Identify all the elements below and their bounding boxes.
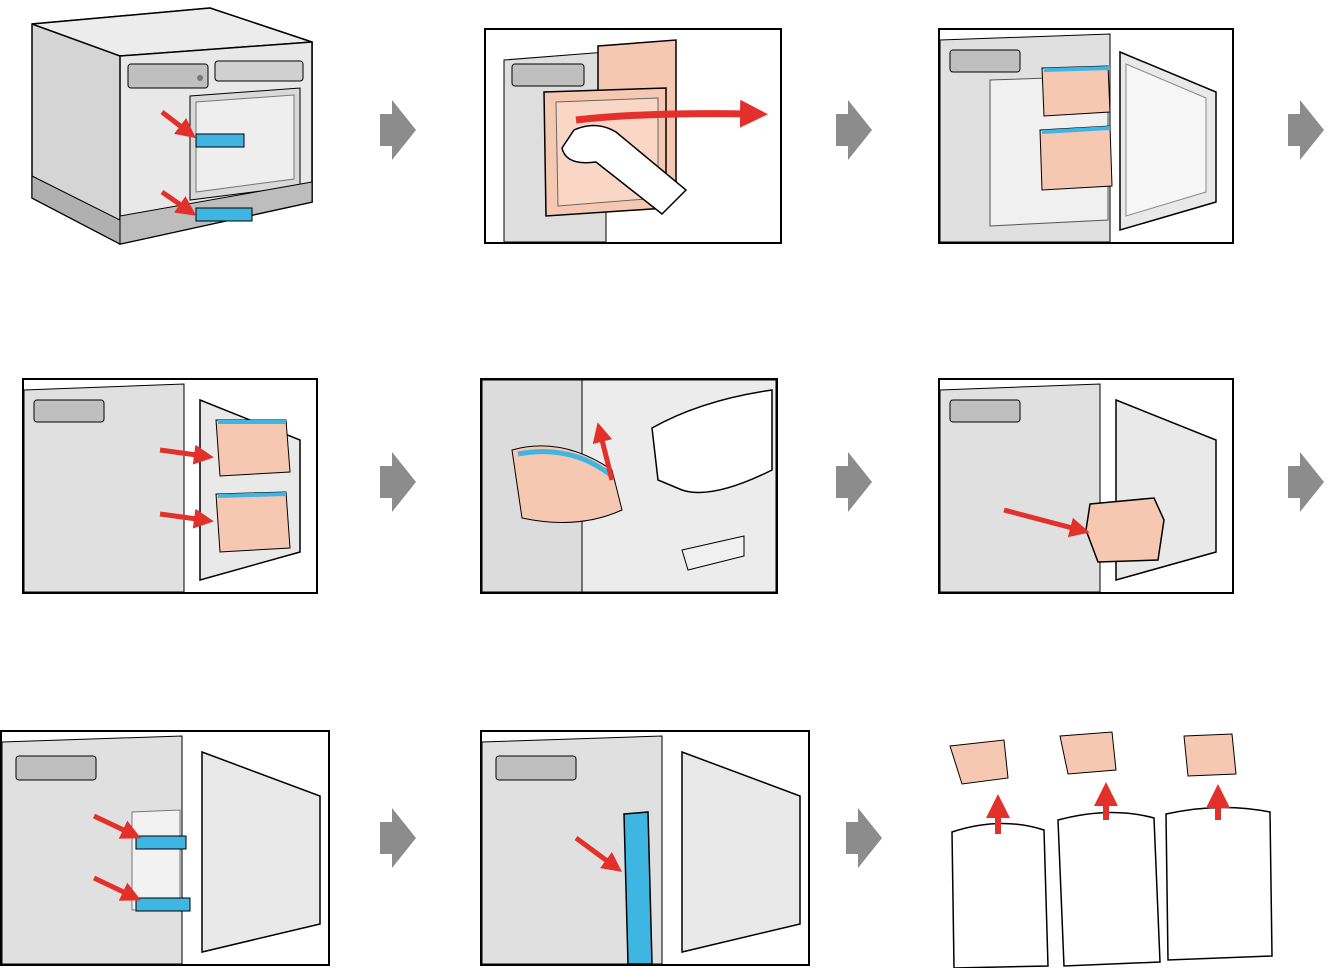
next-step-arrow-icon	[1288, 452, 1324, 512]
next-step-arrow-icon	[380, 452, 416, 512]
step-5-peel-tape	[480, 378, 778, 594]
step-8-remove-foam	[480, 730, 810, 966]
remove-inner-tapes-illustration	[2, 732, 328, 964]
printer-closed-illustration	[20, 6, 316, 250]
step-7-remove-inner-tapes	[0, 730, 330, 966]
step-4-remove-tape	[22, 378, 318, 594]
next-step-arrow-icon	[846, 808, 882, 868]
peel-tape-illustration	[482, 380, 776, 592]
open-door-illustration	[486, 30, 780, 242]
step-9-bins-from-bags	[940, 722, 1280, 968]
remove-foam-illustration	[482, 732, 808, 964]
next-step-arrow-icon	[1288, 100, 1324, 160]
next-step-arrow-icon	[836, 452, 872, 512]
next-step-arrow-icon	[380, 808, 416, 868]
step-1-printer-closed	[20, 6, 316, 250]
remove-bin-illustration	[940, 380, 1232, 592]
step-6-remove-bin	[938, 378, 1234, 594]
bins-taped-illustration	[940, 30, 1232, 242]
next-step-arrow-icon	[836, 100, 872, 160]
next-step-arrow-icon	[380, 100, 416, 160]
remove-tape-illustration	[24, 380, 316, 592]
step-3-bins-taped	[938, 28, 1234, 244]
bins-from-bags-illustration	[940, 722, 1280, 968]
step-2-open-door	[484, 28, 782, 244]
